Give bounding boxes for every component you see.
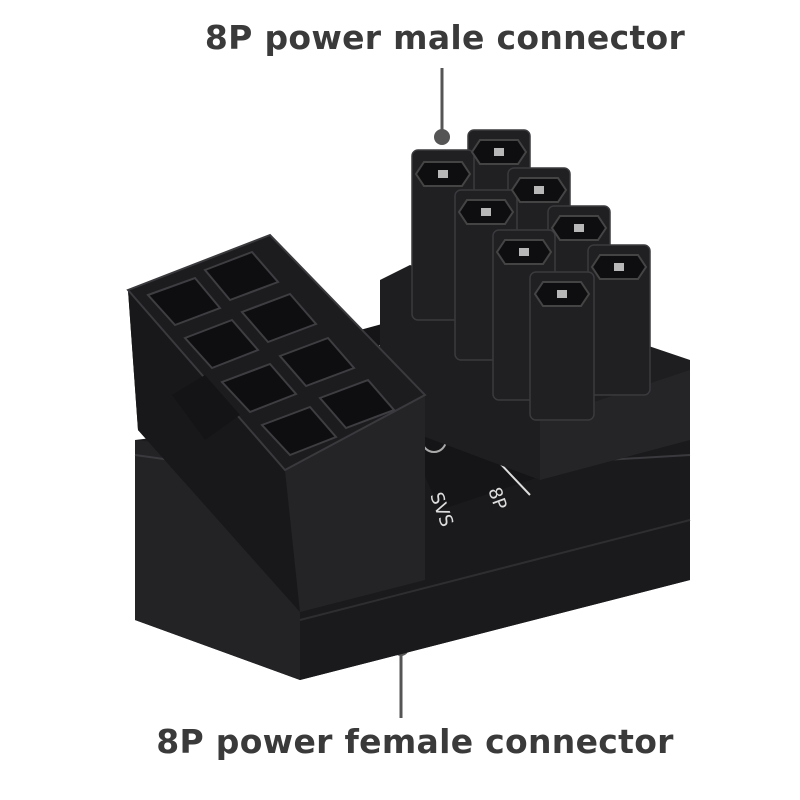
female-connector-label: 8P power female connector <box>156 722 674 761</box>
male-pin-tops <box>414 139 648 307</box>
male-pointer <box>434 68 450 145</box>
male-connector-label: 8P power male connector <box>204 18 686 57</box>
male-connector <box>380 129 690 480</box>
female-connector <box>126 233 427 612</box>
female-sockets <box>146 250 396 457</box>
